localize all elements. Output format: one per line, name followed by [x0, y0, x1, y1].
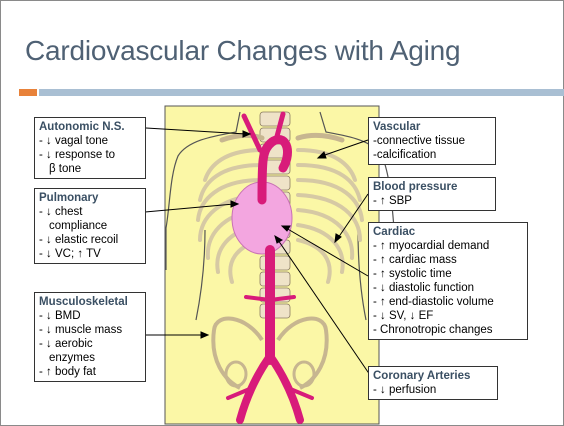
blood-pressure-box: Blood pressure - ↑ SBP: [368, 177, 496, 211]
coronary-line: - ↓ perfusion: [373, 383, 493, 397]
pulmonary-line: compliance: [39, 219, 141, 233]
cardiac-box: Cardiac - ↑ myocardial demand - ↑ cardia…: [368, 222, 528, 340]
musculoskeletal-box: Musculoskeletal - ↓ BMD - ↓ muscle mass …: [34, 292, 146, 382]
cardiac-line: - ↓ SV, ↓ EF: [373, 309, 523, 323]
pulmonary-line: - ↓ chest: [39, 205, 141, 219]
autonomic-box: Autonomic N.S. - ↓ vagal tone - ↓ respon…: [34, 117, 146, 179]
blood-pressure-line: - ↑ SBP: [373, 194, 491, 208]
vascular-line: -connective tissue: [373, 134, 491, 148]
musculoskeletal-line: - ↓ muscle mass: [39, 323, 141, 337]
pulmonary-line: - ↓ VC; ↑ TV: [39, 247, 141, 261]
vascular-box: Vascular -connective tissue -calcificati…: [368, 117, 496, 165]
cardiac-line: - ↑ systolic time: [373, 267, 523, 281]
pulmonary-box: Pulmonary - ↓ chest compliance - ↓ elast…: [34, 188, 146, 264]
coronary-heading: Coronary Arteries: [373, 369, 493, 383]
cardiac-heading: Cardiac: [373, 225, 523, 239]
musculoskeletal-heading: Musculoskeletal: [39, 295, 141, 309]
musculoskeletal-line: - ↑ body fat: [39, 365, 141, 379]
autonomic-line: β tone: [39, 162, 141, 176]
vascular-heading: Vascular: [373, 120, 491, 134]
musculoskeletal-line: - ↓ BMD: [39, 309, 141, 323]
autonomic-line: - ↓ response to: [39, 148, 141, 162]
cardiac-line: - ↓ diastolic function: [373, 281, 523, 295]
pulmonary-line: - ↓ elastic recoil: [39, 233, 141, 247]
cardiac-line: - ↑ myocardial demand: [373, 239, 523, 253]
autonomic-line: - ↓ vagal tone: [39, 134, 141, 148]
coronary-box: Coronary Arteries - ↓ perfusion: [368, 366, 498, 400]
vascular-line: -calcification: [373, 148, 491, 162]
autonomic-heading: Autonomic N.S.: [39, 120, 141, 134]
musculoskeletal-line: - ↓ aerobic: [39, 337, 141, 351]
pulmonary-heading: Pulmonary: [39, 191, 141, 205]
cardiac-line: - ↑ cardiac mass: [373, 253, 523, 267]
cardiac-line: - Chronotropic changes: [373, 323, 523, 337]
musculoskeletal-line: enzymes: [39, 351, 141, 365]
blood-pressure-heading: Blood pressure: [373, 180, 491, 194]
cardiac-line: - ↑ end-diastolic volume: [373, 295, 523, 309]
